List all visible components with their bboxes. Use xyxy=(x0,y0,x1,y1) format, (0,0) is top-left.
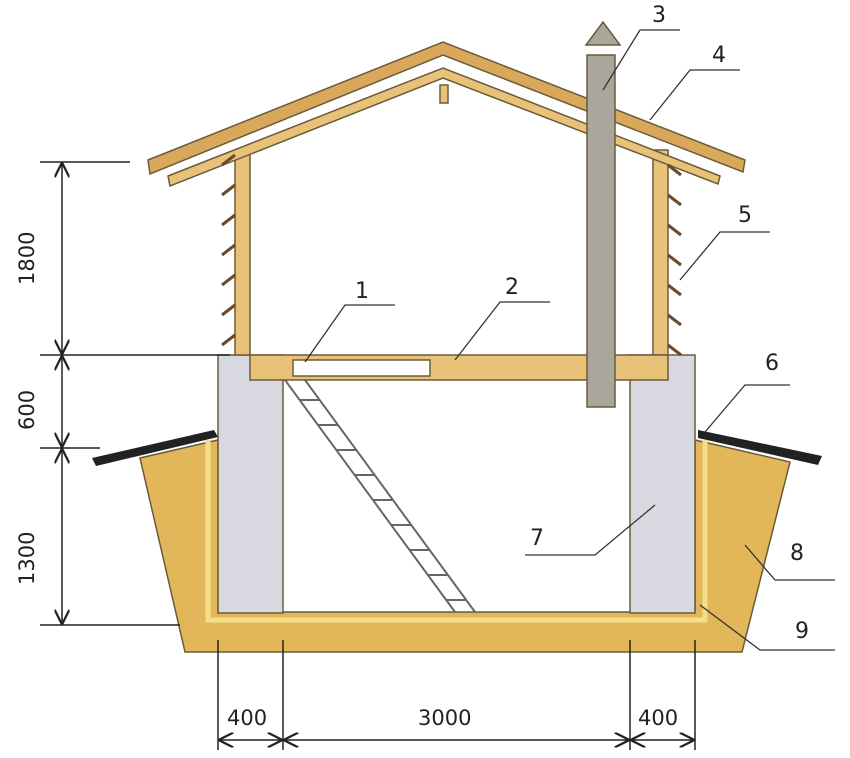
left-wall xyxy=(234,149,251,356)
label-9: 9 xyxy=(795,619,809,644)
label-8: 8 xyxy=(790,541,804,566)
label-2: 2 xyxy=(505,275,519,300)
label-1: 1 xyxy=(355,279,369,304)
label-7: 7 xyxy=(530,526,544,551)
right-wall xyxy=(652,149,669,356)
dim-3000: 3000 xyxy=(418,706,471,730)
right-foundation-wall xyxy=(629,354,696,614)
label-6: 6 xyxy=(765,351,779,376)
label-4: 4 xyxy=(712,43,726,68)
cellar-hatch xyxy=(292,359,431,377)
ventilation-louvers xyxy=(221,153,682,357)
roof xyxy=(147,41,746,176)
waterproofing-layer xyxy=(205,440,708,623)
vent-pipe xyxy=(586,54,616,408)
ladder xyxy=(284,379,476,613)
dim-400-right: 400 xyxy=(638,706,678,730)
dim-400-left: 400 xyxy=(227,706,267,730)
left-blind-area xyxy=(92,430,218,466)
left-foundation-wall xyxy=(217,354,284,614)
label-3: 3 xyxy=(652,3,666,28)
vertical-dimensions xyxy=(40,161,230,626)
dim-600: 600 xyxy=(15,390,39,430)
vent-arrow-icon xyxy=(584,20,622,46)
label-5: 5 xyxy=(738,203,752,228)
leader-lines xyxy=(304,29,835,651)
dim-1800: 1800 xyxy=(15,232,39,285)
dim-1300: 1300 xyxy=(15,532,39,585)
right-blind-area xyxy=(698,430,822,465)
horizontal-dimensions xyxy=(217,640,696,750)
